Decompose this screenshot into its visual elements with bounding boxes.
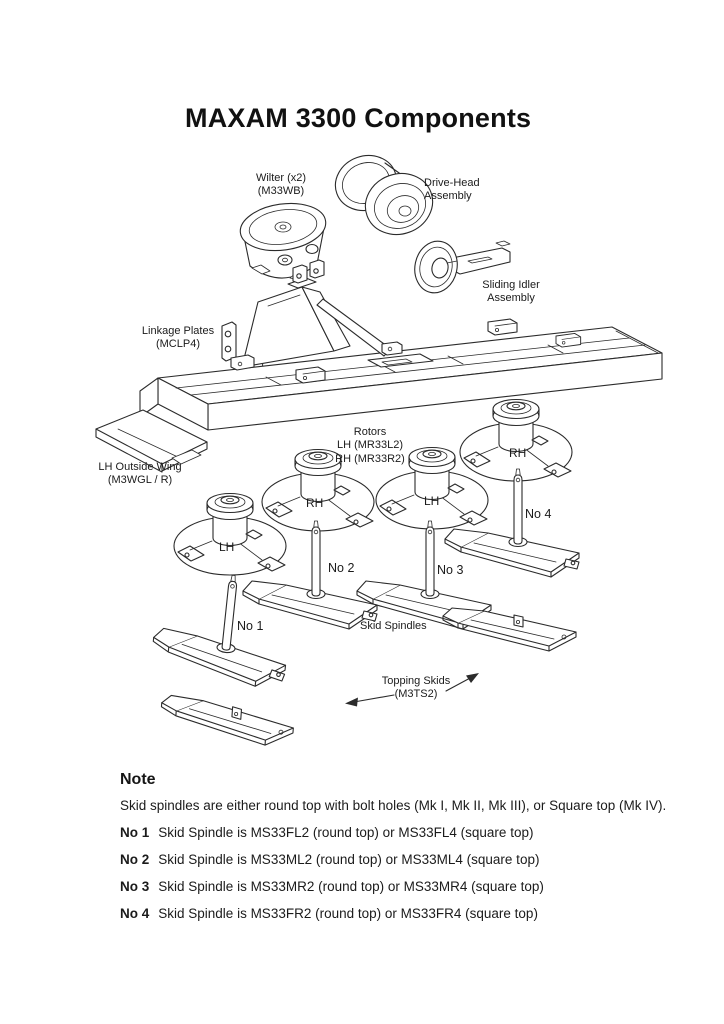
rotor-mark-lh-2: LH bbox=[424, 494, 440, 508]
note-item-number: No 3 bbox=[120, 879, 150, 894]
rotor-rh-far-right bbox=[459, 398, 573, 482]
label-wilter: Wilter (x2) (M33WB) bbox=[255, 172, 307, 198]
drive-head-assembly-drawing bbox=[334, 154, 434, 236]
rotor-mark-lh-1: LH bbox=[219, 540, 235, 554]
exploded-view-diagram bbox=[95, 154, 663, 748]
note-intro: Skid spindles are either round top with … bbox=[120, 798, 667, 813]
label-lh-outside-wing: LH Outside Wing (M3WGL / R) bbox=[98, 461, 182, 487]
main-frame-drawing bbox=[139, 259, 663, 431]
label-skid-spindles: Skid Spindles bbox=[360, 620, 427, 632]
note-item-4: No 4 Skid Spindle is MS33FR2 (round top) … bbox=[120, 906, 538, 921]
label-no-2: No 2 bbox=[328, 561, 355, 575]
note-item-text: Skid Spindle is MS33ML2 (round top) or M… bbox=[158, 852, 540, 867]
topping-skids-arrows bbox=[345, 673, 479, 707]
page-title: MAXAM 3300 Components bbox=[185, 103, 532, 133]
label-rotors: Rotors LH (MR33L2) RH (MR33R2) bbox=[335, 426, 405, 465]
note-item-3: No 3 Skid Spindle is MS33MR2 (round top) … bbox=[120, 879, 544, 894]
label-no-1: No 1 bbox=[237, 619, 264, 633]
label-sliding-idler: Sliding Idler Assembly bbox=[482, 279, 540, 305]
note-item-number: No 4 bbox=[120, 906, 150, 921]
note-item-number: No 2 bbox=[120, 852, 150, 867]
topping-skid-left bbox=[158, 694, 296, 748]
label-linkage-plates: Linkage Plates (MCLP4) bbox=[141, 325, 215, 351]
rotor-mark-rh-2: RH bbox=[509, 446, 527, 460]
note-item-1: No 1 Skid Spindle is MS33FL2 (round top) … bbox=[120, 825, 533, 840]
note-heading: Note bbox=[120, 771, 156, 788]
rotor-mark-rh-1: RH bbox=[306, 496, 324, 510]
topping-skid-right bbox=[442, 607, 577, 652]
note-item-number: No 1 bbox=[120, 825, 150, 840]
label-no-3: No 3 bbox=[437, 563, 464, 577]
sliding-idler-assembly-drawing bbox=[414, 240, 511, 294]
lh-outside-wing-drawing bbox=[95, 409, 208, 473]
note-item-2: No 2 Skid Spindle is MS33ML2 (round top) … bbox=[120, 852, 539, 867]
note-item-text: Skid Spindle is MS33MR2 (round top) or M… bbox=[158, 879, 544, 894]
note-item-text: Skid Spindle is MS33FL2 (round top) or M… bbox=[158, 825, 534, 840]
note-item-text: Skid Spindle is MS33FR2 (round top) or M… bbox=[158, 906, 538, 921]
label-topping-skids: Topping Skids (M3TS2) bbox=[381, 675, 451, 701]
label-drive-head: Drive-Head Assembly bbox=[424, 177, 480, 203]
label-no-4: No 4 bbox=[525, 507, 552, 521]
